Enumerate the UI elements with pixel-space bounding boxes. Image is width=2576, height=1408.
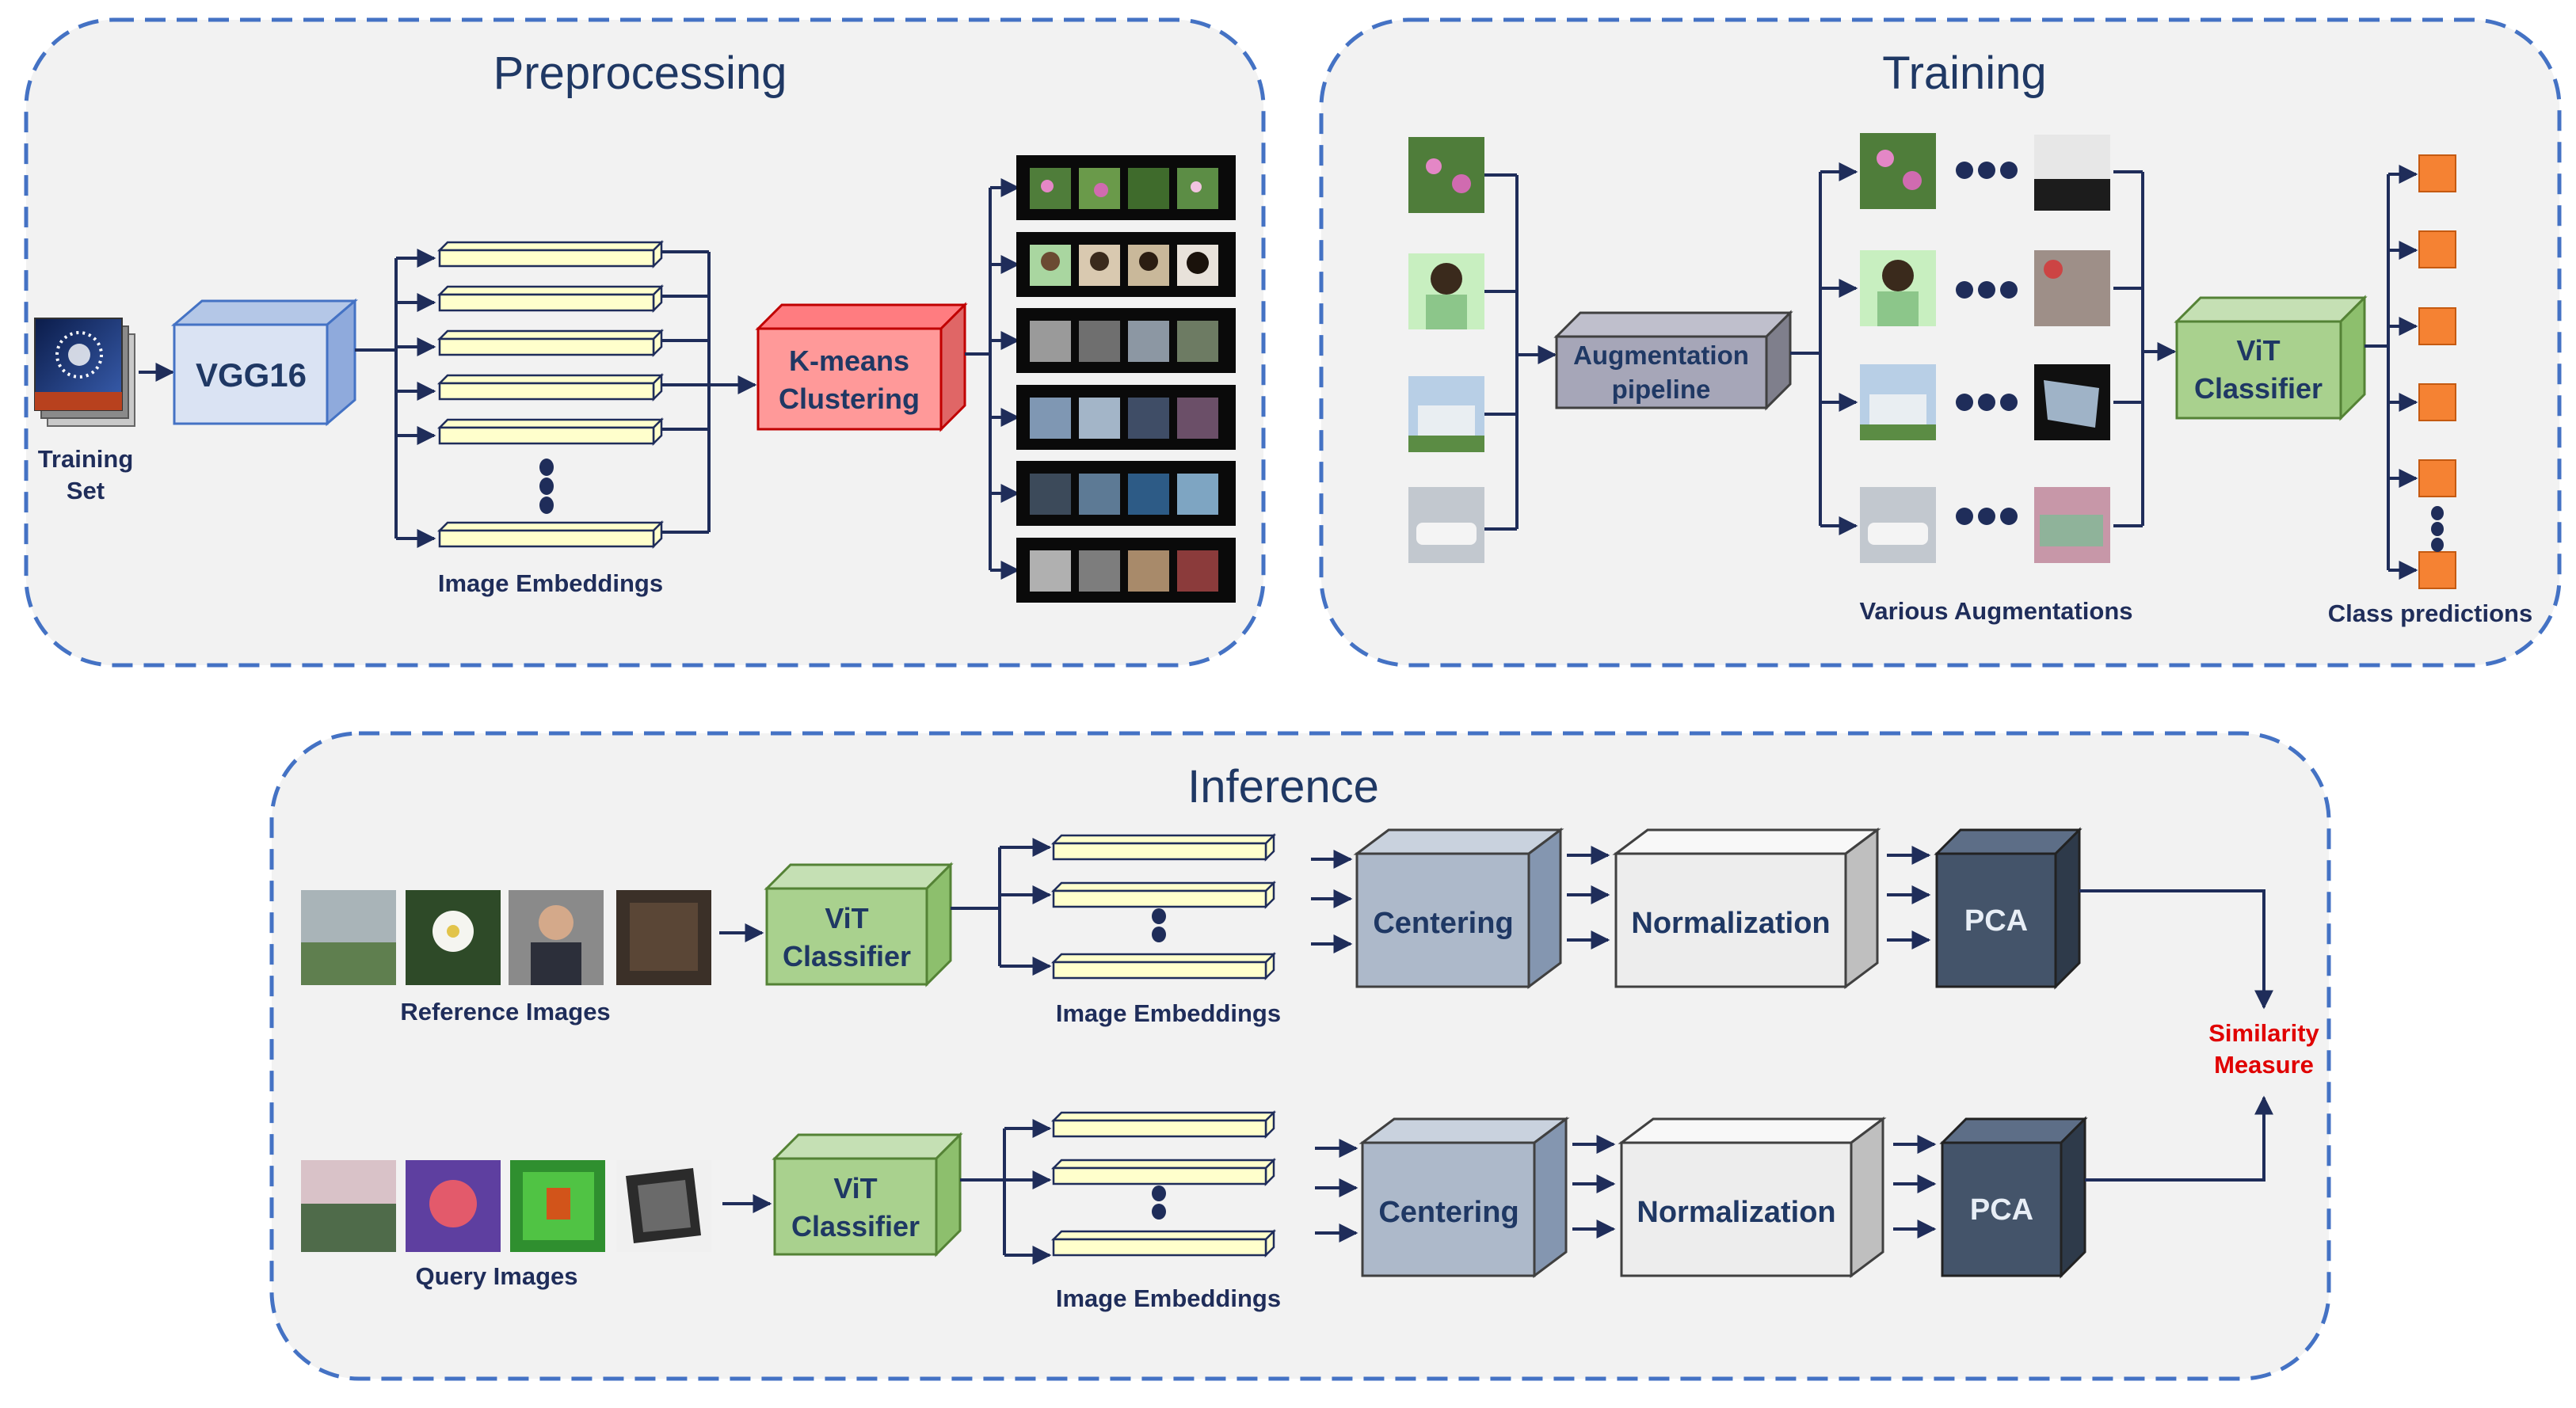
cluster-strip-flowers xyxy=(1016,155,1236,220)
class-ellipsis-dots xyxy=(2431,506,2444,552)
cluster-strip-cars xyxy=(1016,538,1236,603)
augmentation-label-2: pipeline xyxy=(1612,375,1711,404)
embedding-vector xyxy=(436,284,665,314)
reference-pca-block xyxy=(1934,827,2083,990)
reference-centering-block xyxy=(1353,828,1564,989)
training-input-connectors xyxy=(1484,173,1557,531)
reference-vit-label: ViT xyxy=(825,902,868,934)
embedding-vector xyxy=(1050,880,1277,910)
query-normalization-block xyxy=(1618,1117,1887,1278)
reference-images-label: Reference Images xyxy=(400,998,610,1026)
augmentations-label: Various Augmentations xyxy=(1859,597,2132,625)
query-vit-label-2: Classifier xyxy=(791,1210,920,1242)
query-images xyxy=(301,1160,711,1252)
query-arrows-to-centering xyxy=(1315,1139,1358,1242)
reference-to-similarity-connector xyxy=(2079,889,2273,1010)
query-normalization-label: Normalization xyxy=(1637,1196,1835,1229)
reference-images xyxy=(301,890,711,985)
reference-centering-label: Centering xyxy=(1373,907,1513,940)
embedding-vectors xyxy=(436,239,665,550)
query-vit-block xyxy=(772,1132,963,1258)
training-vit-block xyxy=(2174,295,2368,421)
training-set-images xyxy=(34,318,135,427)
reference-vit-label-2: Classifier xyxy=(783,940,911,972)
embedding-vector xyxy=(1050,1228,1277,1258)
ellipsis-dots xyxy=(539,459,554,514)
query-pca-block xyxy=(1939,1116,2088,1279)
query-arrows-to-pca xyxy=(1893,1135,1937,1239)
augmentation-label: Augmentation xyxy=(1573,341,1749,370)
reference-embedding-vectors xyxy=(1050,832,1277,981)
reference-normalization-block xyxy=(1612,828,1881,989)
query-centering-label: Centering xyxy=(1378,1196,1519,1229)
reference-arrows-to-pca xyxy=(1887,846,1931,949)
embedding-vector xyxy=(1050,832,1277,862)
cluster-strip-faces xyxy=(1016,232,1236,297)
reference-ellipsis-dots xyxy=(1152,908,1166,942)
kmeans-cluster-connectors xyxy=(965,178,1020,580)
inference-title: Inference xyxy=(1187,761,1379,812)
query-centering-block xyxy=(1358,1117,1570,1278)
reference-arrows-to-normalization xyxy=(1567,846,1610,949)
training-input-images xyxy=(1408,137,1484,563)
training-vit-label-2: Classifier xyxy=(2194,372,2323,405)
query-vit-label: ViT xyxy=(833,1172,877,1204)
embedding-vector xyxy=(436,328,665,358)
class-prediction-connectors xyxy=(2365,165,2418,580)
reference-arrows-to-centering xyxy=(1311,850,1353,953)
cluster-strip-water xyxy=(1016,461,1236,526)
similarity-measure-label: Similarity xyxy=(2208,1019,2319,1047)
vgg16-block xyxy=(170,298,359,427)
reference-normalization-label: Normalization xyxy=(1631,907,1830,940)
query-arrows-to-normalization xyxy=(1572,1135,1616,1239)
augmentation-connectors xyxy=(1790,162,2177,535)
query-embedding-vectors xyxy=(1050,1109,1277,1258)
class-predictions-label: Class predictions xyxy=(2328,599,2532,627)
training-set-label-2: Set xyxy=(67,477,105,504)
preprocessing-title: Preprocessing xyxy=(493,48,787,99)
similarity-measure-label-2: Measure xyxy=(2214,1051,2314,1079)
embedding-vector xyxy=(1050,1109,1277,1140)
cluster-strips xyxy=(1016,155,1236,603)
training-set-label: Training xyxy=(38,445,134,473)
reference-embedding-connectors xyxy=(951,838,1052,976)
reference-embeddings-label: Image Embeddings xyxy=(1056,999,1281,1027)
query-ellipsis-dots xyxy=(1152,1185,1166,1220)
embedding-vector xyxy=(436,417,665,447)
preprocessing-embeddings-label: Image Embeddings xyxy=(438,569,663,597)
query-pca-label: PCA xyxy=(1970,1193,2033,1227)
training-panel xyxy=(1319,17,2562,668)
embedding-vector xyxy=(1050,1157,1277,1187)
augmented-images xyxy=(1860,133,2110,563)
vgg16-label: VGG16 xyxy=(196,356,307,394)
reference-vit-block xyxy=(764,862,954,988)
reference-pca-label: PCA xyxy=(1964,904,2028,938)
training-vit-label: ViT xyxy=(2236,334,2280,367)
augmentation-block xyxy=(1553,310,1793,411)
kmeans-label-2: Clustering xyxy=(779,382,920,415)
embedding-vector xyxy=(436,372,665,402)
query-images-label: Query Images xyxy=(415,1262,577,1290)
cluster-strip-textures xyxy=(1016,308,1236,373)
augmentation-ellipses xyxy=(1956,162,2018,525)
kmeans-label: K-means xyxy=(789,344,909,377)
embedding-vector xyxy=(436,239,665,269)
embedding-vector xyxy=(1050,951,1277,981)
training-title: Training xyxy=(1882,48,2046,99)
query-embeddings-label: Image Embeddings xyxy=(1056,1284,1281,1312)
vgg-embedding-connectors xyxy=(355,249,757,548)
class-prediction-boxes xyxy=(2418,154,2456,589)
query-to-similarity-connector xyxy=(2085,1095,2273,1182)
kmeans-block xyxy=(755,302,968,432)
embedding-vector xyxy=(436,519,665,550)
cluster-strip-buildings xyxy=(1016,385,1236,450)
query-embedding-connectors xyxy=(960,1119,1052,1265)
